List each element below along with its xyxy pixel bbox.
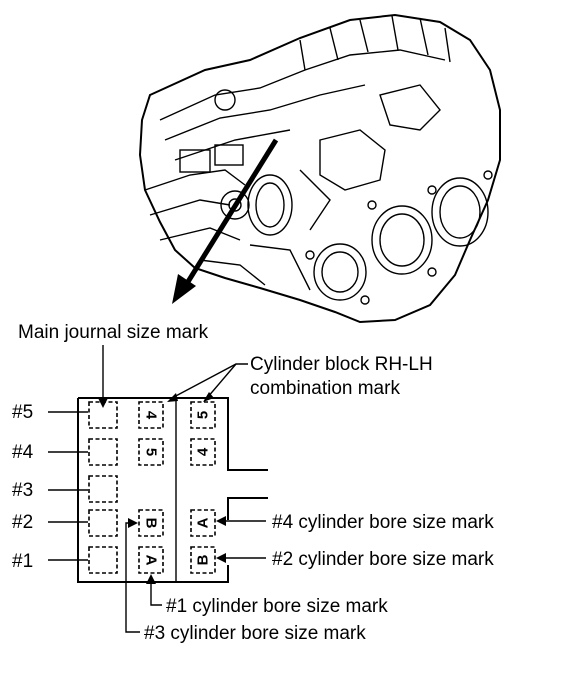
rh-lh-label-line2: combination mark (250, 378, 400, 399)
right-mark-column: 5 4 A B (190, 401, 216, 574)
left-mark-box-1 (138, 401, 164, 429)
right-mark-2: 4 (195, 447, 212, 456)
bore4-callout: #4 cylinder bore size mark (216, 512, 494, 533)
row-label-1: #1 (12, 551, 33, 572)
mark-panel (77, 397, 268, 583)
row-labels: #5 #4 #3 #2 #1 (12, 402, 88, 572)
journal-box-2 (88, 509, 118, 537)
main-journal-boxes (88, 401, 118, 574)
right-mark-3: A (195, 517, 212, 528)
bore4-label: #4 cylinder bore size mark (272, 512, 494, 533)
left-mark-1: 4 (143, 411, 160, 420)
row-label-4: #4 (12, 442, 34, 463)
journal-box-1 (88, 546, 118, 574)
engine-illustration (138, 13, 501, 324)
bore3-callout: #3 cylinder bore size mark (125, 518, 366, 644)
left-mark-3: B (143, 518, 160, 529)
right-mark-1: 5 (195, 411, 212, 419)
right-mark-box-4 (190, 546, 216, 574)
journal-box-5 (88, 401, 118, 429)
right-mark-box-2 (190, 438, 216, 466)
row-label-3: #3 (12, 480, 33, 501)
bore2-callout: #2 cylinder bore size mark (216, 549, 494, 570)
rh-lh-label-line1: Cylinder block RH-LH (250, 354, 433, 375)
left-mark-box-4 (138, 546, 164, 574)
rh-lh-leader (171, 363, 248, 399)
pointer-arrow (172, 138, 279, 304)
left-mark-column: 4 5 B A (138, 401, 164, 574)
bore1-callout: #1 cylinder bore size mark (146, 574, 388, 617)
bore1-label: #1 cylinder bore size mark (166, 596, 388, 617)
journal-box-4 (88, 438, 118, 466)
row-label-2: #2 (12, 512, 33, 533)
left-mark-box-3 (138, 509, 164, 537)
left-mark-box-2 (138, 438, 164, 466)
left-mark-2: 5 (143, 448, 160, 456)
right-mark-4: B (195, 554, 212, 565)
bore2-label: #2 cylinder bore size mark (272, 549, 494, 570)
bore3-label: #3 cylinder bore size mark (144, 623, 366, 644)
right-mark-box-3 (190, 509, 216, 537)
row-label-5: #5 (12, 402, 33, 423)
right-mark-box-1 (190, 401, 216, 429)
left-mark-4: A (143, 555, 160, 566)
journal-box-3 (88, 475, 118, 503)
main-journal-label: Main journal size mark (18, 322, 209, 343)
